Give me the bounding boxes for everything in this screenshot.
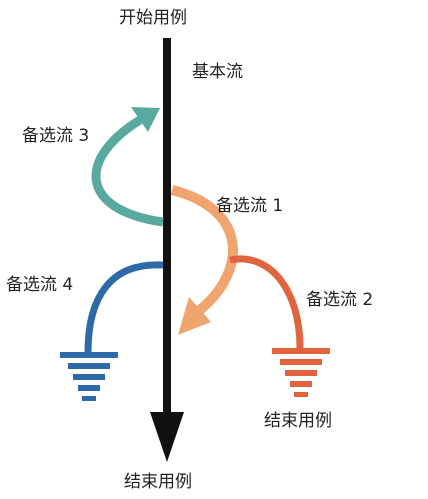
- ground-bar: [82, 396, 96, 401]
- ground-bar: [60, 352, 118, 358]
- ground-bar: [73, 374, 105, 380]
- basic-flow-arrow: [150, 38, 184, 462]
- alt-flow-3-arrowhead: [131, 107, 160, 132]
- alt-flow-2-path: [229, 255, 304, 349]
- ground-bar: [294, 392, 308, 397]
- alt-flow-2-end-icon: [272, 348, 330, 397]
- end-use-case-bottom-label: 结束用例: [124, 472, 192, 492]
- alt-flow-2-arc: [229, 255, 330, 397]
- ground-bar: [280, 359, 322, 365]
- alt-flow-4-path: [84, 261, 164, 353]
- alt-flow-2-label: 备选流 2: [306, 290, 374, 310]
- basic-flow-arrowhead: [150, 412, 184, 462]
- alt-flow-1-arrow: [170, 185, 238, 335]
- alt-flow-3-label: 备选流 3: [22, 126, 90, 146]
- ground-bar: [272, 348, 330, 354]
- alt-flow-4-label: 备选流 4: [6, 275, 74, 295]
- alt-flow-4-end-icon: [60, 352, 118, 401]
- ground-bar: [68, 363, 110, 369]
- alt-flow-4-arc: [60, 261, 164, 401]
- alt-flow-3-path: [91, 116, 164, 227]
- start-use-case-label: 开始用例: [119, 8, 187, 28]
- alt-flow-1-path: [170, 185, 238, 314]
- basic-flow-label: 基本流: [192, 62, 243, 82]
- alt-flow-3-arrow: [91, 107, 164, 227]
- ground-bar: [78, 385, 100, 391]
- alt-flow-1-arrowhead: [178, 297, 211, 335]
- alt-flow-1-label: 备选流 1: [216, 196, 284, 216]
- end-use-case-right-label: 结束用例: [264, 411, 332, 431]
- ground-bar: [285, 370, 317, 376]
- ground-bar: [290, 381, 312, 387]
